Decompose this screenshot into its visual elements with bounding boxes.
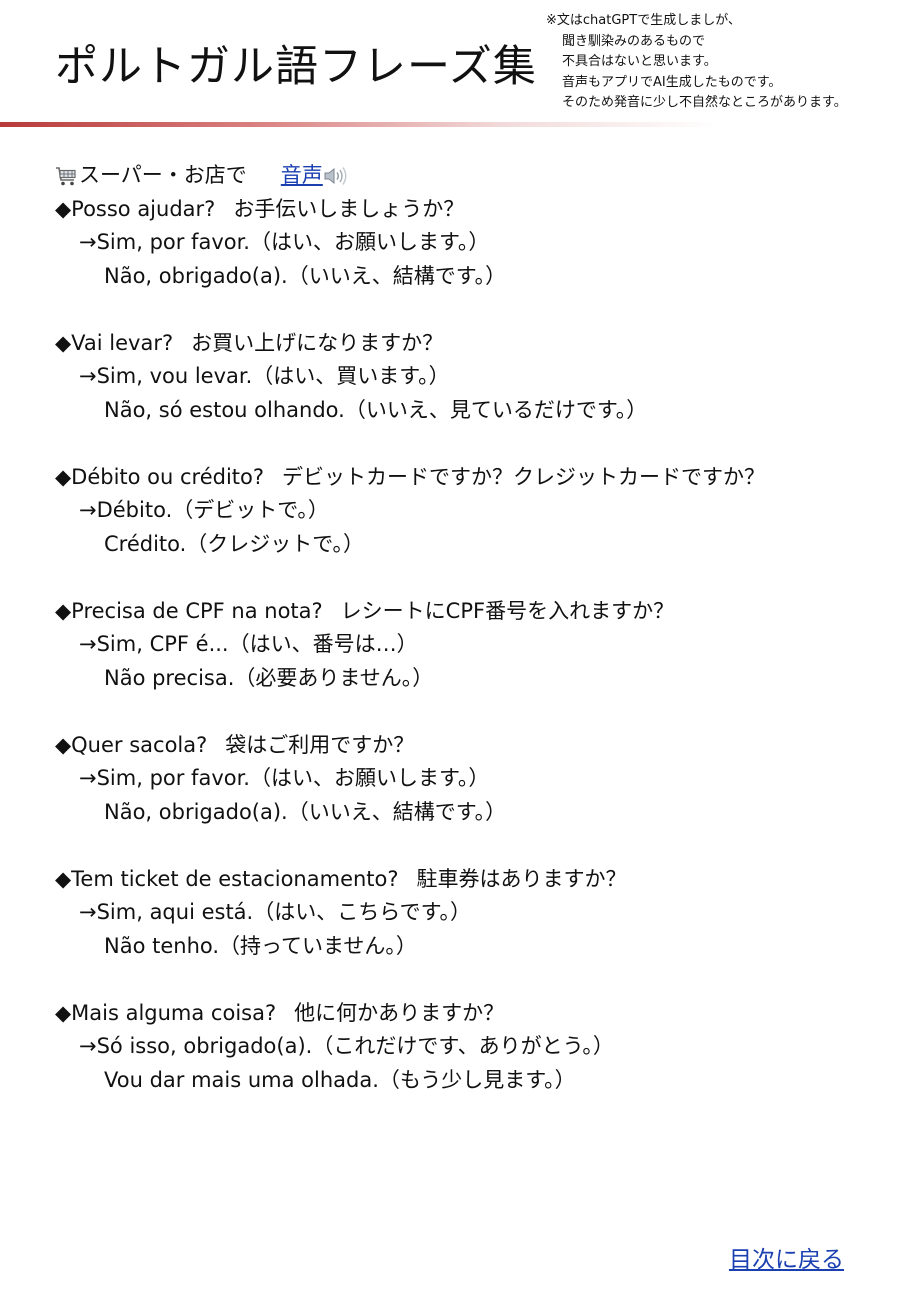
phrase-item: ◆Posso ajudar?お手伝いしましょうか？ →Sim, por favo…: [55, 193, 905, 294]
phrase-question: ◆Precisa de CPF na nota?レシートにCPF番号を入れますか…: [55, 598, 675, 623]
note-line: 音声もアプリでAI生成したものです。: [562, 74, 782, 90]
phrase-answer: →Só isso, obrigado(a).（これだけです、ありがとう。）: [79, 1034, 614, 1058]
phrase-answer: Não tenho.（持っていません。）: [104, 933, 417, 958]
phrase-question: ◆Posso ajudar?お手伝いしましょうか？: [55, 196, 465, 221]
phrase-item: ◆Tem ticket de estacionamento?駐車券はありますか？…: [55, 863, 905, 964]
header-divider: [0, 122, 720, 127]
phrase-answer: Não, obrigado(a).（いいえ、結構です。）: [104, 263, 507, 288]
page-title: ポルトガル語フレーズ集: [55, 42, 537, 92]
phrase-item: ◆Quer sacola?袋はご利用ですか？ →Sim, por favor.（…: [55, 729, 905, 830]
phrase-answer: Não, só estou olhando.（いいえ、見ているだけです。）: [104, 397, 648, 422]
back-to-contents-link[interactable]: 目次に戻る: [729, 1247, 844, 1273]
phrase-question: ◆Tem ticket de estacionamento?駐車券はありますか？: [55, 866, 627, 891]
phrase-answer: →Sim, CPF é...（はい、番号は…）: [79, 632, 418, 656]
section-title: スーパー・お店で: [79, 163, 247, 187]
phrase-answer: →Sim, por favor.（はい、お願いします。）: [79, 230, 490, 254]
phrase-list: スーパー・お店で 音声 ◆Posso ajudar?お手伝いしましょうか？ →S…: [55, 159, 905, 1131]
phrase-answer: Vou dar mais uma olhada.（もう少し見ます。）: [104, 1067, 576, 1092]
phrase-answer: Crédito.（クレジットで。）: [104, 531, 364, 556]
phrase-answer: →Débito.（デビットで。）: [79, 498, 329, 522]
phrase-question: ◆Quer sacola?袋はご利用ですか？: [55, 732, 415, 757]
phrase-question: ◆Vai levar?お買い上げになりますか？: [55, 330, 444, 355]
phrase-item: ◆Vai levar?お買い上げになりますか？ →Sim, vou levar.…: [55, 327, 905, 428]
shopping-cart-icon: [55, 164, 79, 188]
audio-link[interactable]: 音声: [280, 163, 323, 187]
phrase-answer: →Sim, por favor.（はい、お願いします。）: [79, 766, 490, 790]
disclaimer-note: ※文はchatGPTで生成しましが、 聞き馴染みのあるもので 不具合はないと思い…: [546, 11, 847, 114]
note-line: ※文はchatGPTで生成しましが、: [546, 13, 741, 28]
note-line: 聞き馴染みのあるもので: [562, 33, 706, 49]
phrase-question: ◆Débito ou crédito?デビットカードですか？クレジットカードです…: [55, 464, 766, 489]
phrase-answer: →Sim, vou levar.（はい、買います。）: [79, 364, 450, 388]
phrase-item: ◆Mais alguma coisa?他に何かありますか？ →Só isso, …: [55, 997, 905, 1098]
phrase-question: ◆Mais alguma coisa?他に何かありますか？: [55, 1000, 505, 1025]
note-line: そのため発音に少し不自然なところがあります。: [562, 95, 847, 110]
phrase-item: ◆Débito ou crédito?デビットカードですか？クレジットカードです…: [55, 461, 905, 562]
phrase-answer: Não precisa.（必要ありません。）: [104, 665, 434, 690]
note-line: 不具合はないと思います。: [562, 54, 717, 69]
section-header: スーパー・お店で 音声: [55, 159, 905, 193]
phrase-answer: Não, obrigado(a).（いいえ、結構です。）: [104, 799, 507, 824]
phrase-item: ◆Precisa de CPF na nota?レシートにCPF番号を入れますか…: [55, 595, 905, 696]
speaker-icon[interactable]: [323, 164, 349, 188]
phrase-answer: →Sim, aqui está.（はい、こちらです。）: [79, 900, 471, 924]
